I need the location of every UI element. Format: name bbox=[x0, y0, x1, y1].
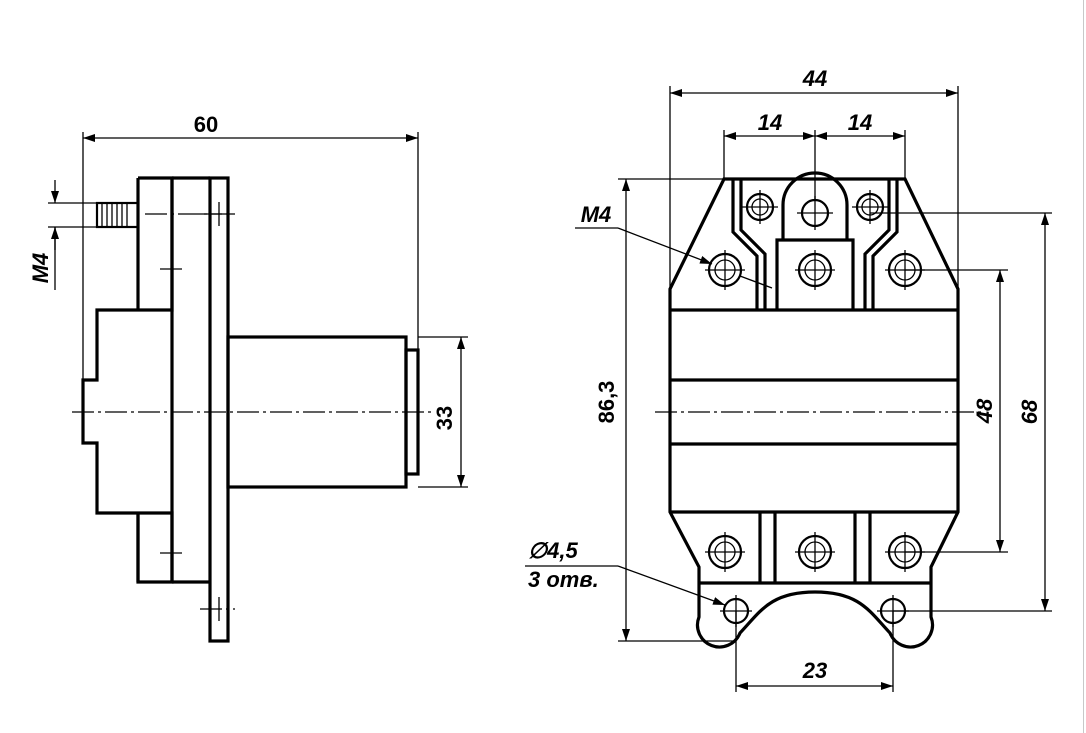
hole-callout-count: 3 отв. bbox=[528, 567, 599, 592]
hole-callout-diameter: ∅4,5 bbox=[528, 538, 579, 563]
hole-bottom-center bbox=[795, 532, 835, 572]
top-terminal-right-inner bbox=[863, 179, 891, 310]
edge-divider bbox=[1083, 0, 1084, 733]
top-terminal-right bbox=[871, 179, 899, 310]
dim-m4-stud-label: M4 bbox=[28, 253, 53, 284]
dim-44-label: 44 bbox=[802, 66, 827, 91]
hole-callout-leader bbox=[617, 565, 726, 606]
m4-leader-tail bbox=[739, 275, 773, 289]
left-side-view: 60 33 M4 bbox=[28, 112, 468, 643]
left-body-outline bbox=[81, 176, 174, 584]
dim-86-label: 86,3 bbox=[594, 381, 619, 424]
hole-mid-left bbox=[705, 250, 745, 290]
top-terminal-left-inner bbox=[739, 179, 767, 310]
m4-leader-line bbox=[617, 227, 713, 265]
right-front-view: 44 14 14 86,3 48 68 bbox=[525, 66, 1052, 692]
dim-33-label: 33 bbox=[432, 406, 457, 430]
hole-mid-center bbox=[795, 250, 835, 290]
dim-23-label: 23 bbox=[802, 658, 827, 683]
dim-68-label: 68 bbox=[1017, 399, 1042, 424]
hole-top-left bbox=[742, 190, 778, 224]
left-flange-plate bbox=[208, 176, 230, 643]
right-outer-contour bbox=[668, 177, 960, 649]
dim-14-left-label: 14 bbox=[758, 110, 782, 135]
dim-48-label: 48 bbox=[972, 398, 997, 424]
dim-60-label: 60 bbox=[194, 112, 218, 137]
m4-label: M4 bbox=[581, 202, 612, 227]
hole-top-center bbox=[797, 196, 833, 230]
hole-bottom-left bbox=[705, 532, 745, 572]
top-terminal-center-lower bbox=[775, 238, 855, 310]
dim-14-right-label: 14 bbox=[848, 110, 872, 135]
hole-top-right bbox=[852, 190, 888, 224]
